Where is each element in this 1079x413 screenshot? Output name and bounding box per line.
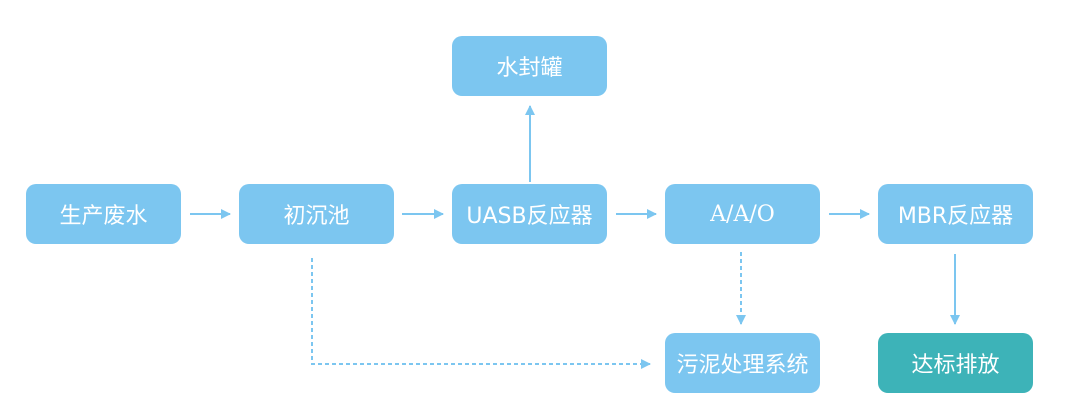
node-production-wastewater-label: 生产废水 [59,204,148,229]
node-sludge-treatment: 污泥处理系统 [665,333,820,393]
node-water-seal-tank: 水封罐 [452,36,607,96]
arrow-settling-to-sludge [311,258,651,369]
node-aao-label: A/A/O [710,201,775,227]
node-sludge-treatment-label: 污泥处理系统 [676,353,809,378]
node-water-seal-tank-label: 水封罐 [496,56,563,81]
node-mbr-reactor: MBR反应器 [878,184,1033,244]
node-mbr-reactor-label: MBR反应器 [897,204,1014,229]
node-uasb-reactor: UASB反应器 [452,184,607,244]
node-primary-settling-label: 初沉池 [283,204,350,229]
node-discharge-label: 达标排放 [911,353,1000,378]
node-uasb-reactor-label: UASB反应器 [466,204,593,229]
node-discharge: 达标排放 [878,333,1033,393]
node-primary-settling: 初沉池 [239,184,394,244]
node-production-wastewater: 生产废水 [26,184,181,244]
node-aao: A/A/O [665,184,820,244]
